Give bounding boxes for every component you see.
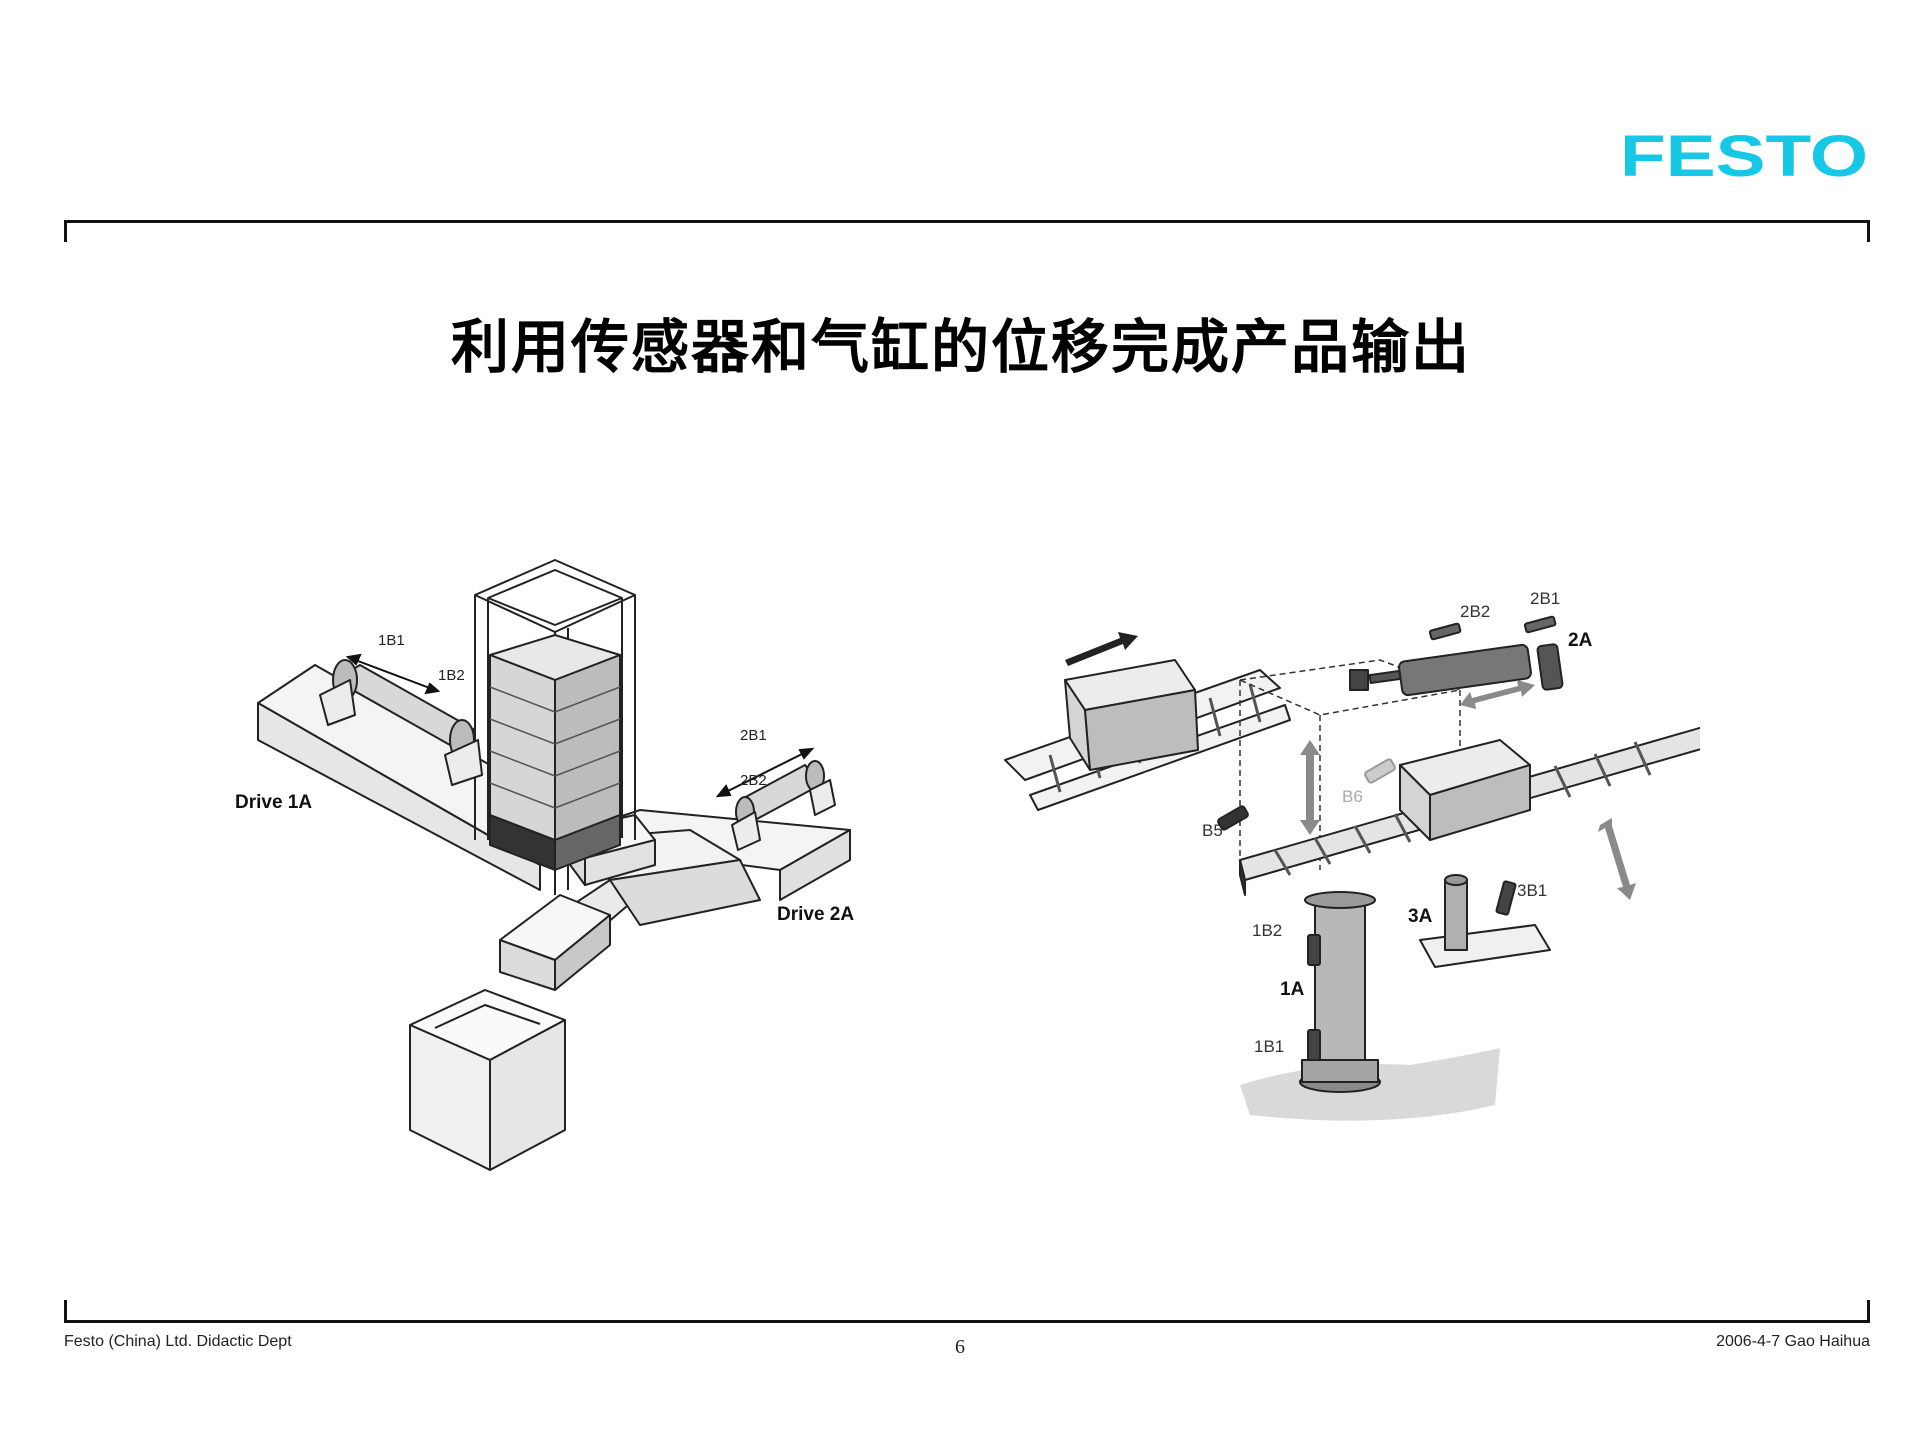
- figure-magazine-ejector: 1B1 1B2 2B2 2B1 Drive 1A Drive 2A: [220, 540, 880, 1180]
- label-2b1-left: 2B1: [740, 727, 767, 744]
- figure-lift-conveyor: 2B2 2B1 2A B6 B5 3B1 3A 1B2 1A 1B1: [990, 570, 1700, 1130]
- label-3a: 3A: [1408, 906, 1433, 927]
- label-3b1: 3B1: [1517, 881, 1547, 900]
- bottom-rule-right-tick: [1867, 1300, 1870, 1322]
- label-b5: B5: [1202, 821, 1223, 840]
- label-2b1-right: 2B1: [1530, 589, 1560, 608]
- label-1b1: 1B1: [378, 632, 405, 649]
- top-rule-left-tick: [64, 220, 67, 242]
- logo-text: FESTO: [1620, 130, 1868, 182]
- label-drive-2a: Drive 2A: [777, 904, 854, 925]
- footer-right: 2006-4-7 Gao Haihua: [1716, 1333, 1870, 1350]
- bottom-rule-left-tick: [64, 1300, 67, 1322]
- label-1a: 1A: [1280, 979, 1305, 1000]
- label-1b2: 1B2: [438, 667, 465, 684]
- bottom-rule: [64, 1320, 1870, 1323]
- label-1b2-right: 1B2: [1252, 921, 1282, 940]
- top-rule-right-tick: [1867, 220, 1870, 242]
- page-number: 6: [955, 1336, 965, 1358]
- label-2b2-right: 2B2: [1460, 602, 1490, 621]
- festo-logo: FESTO: [1620, 130, 1868, 182]
- footer-left: Festo (China) Ltd. Didactic Dept: [64, 1333, 292, 1350]
- top-rule: [64, 220, 1870, 223]
- label-drive-1a: Drive 1A: [235, 792, 312, 813]
- label-1b1-right: 1B1: [1254, 1037, 1284, 1056]
- label-2a: 2A: [1568, 630, 1593, 651]
- slide-title: 利用传感器和气缸的位移完成产品输出: [450, 313, 1471, 381]
- label-2b2-left: 2B2: [740, 772, 767, 789]
- label-b6: B6: [1342, 787, 1363, 806]
